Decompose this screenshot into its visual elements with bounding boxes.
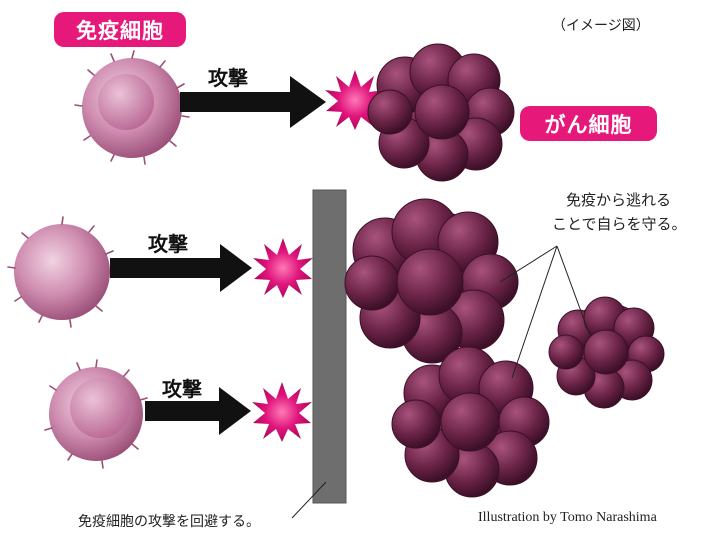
cancer-cell-cluster-icon bbox=[548, 296, 665, 409]
arrow-icon bbox=[110, 244, 252, 292]
cancer-cell-cluster-icon bbox=[367, 43, 515, 182]
avoid-caption: 免疫細胞の攻撃を回避する。 bbox=[78, 514, 260, 530]
immune-cell-icon bbox=[7, 216, 114, 328]
escape-note-line2: ことで自らを守る。 bbox=[552, 215, 687, 233]
callout-lines bbox=[291, 245, 591, 519]
attack-label-bottom: 攻撃 bbox=[162, 377, 202, 401]
arrow-icon bbox=[180, 76, 326, 128]
cancer-cell-cluster-icon bbox=[344, 198, 519, 364]
cancer-cell-cluster-icon bbox=[391, 346, 550, 498]
cancer-cell-label: がん細胞 bbox=[520, 106, 657, 141]
barrier-wall-icon bbox=[312, 189, 347, 504]
image-note: （イメージ図） bbox=[552, 18, 650, 34]
immune-cell-icon bbox=[44, 359, 148, 469]
attack-burst-icon bbox=[325, 70, 385, 130]
attack-burst-icon bbox=[252, 382, 312, 442]
immune-cell-icon bbox=[74, 50, 190, 165]
attack-label-top: 攻撃 bbox=[208, 66, 248, 90]
escape-note-line1: 免疫から逃れる bbox=[566, 191, 672, 209]
attack-burst-icon bbox=[253, 238, 313, 298]
attack-label-middle: 攻撃 bbox=[148, 232, 188, 256]
illustration-credit: Illustration by Tomo Narashima bbox=[478, 510, 657, 525]
arrow-icon bbox=[145, 387, 251, 435]
immune-cell-label: 免疫細胞 bbox=[54, 12, 186, 47]
